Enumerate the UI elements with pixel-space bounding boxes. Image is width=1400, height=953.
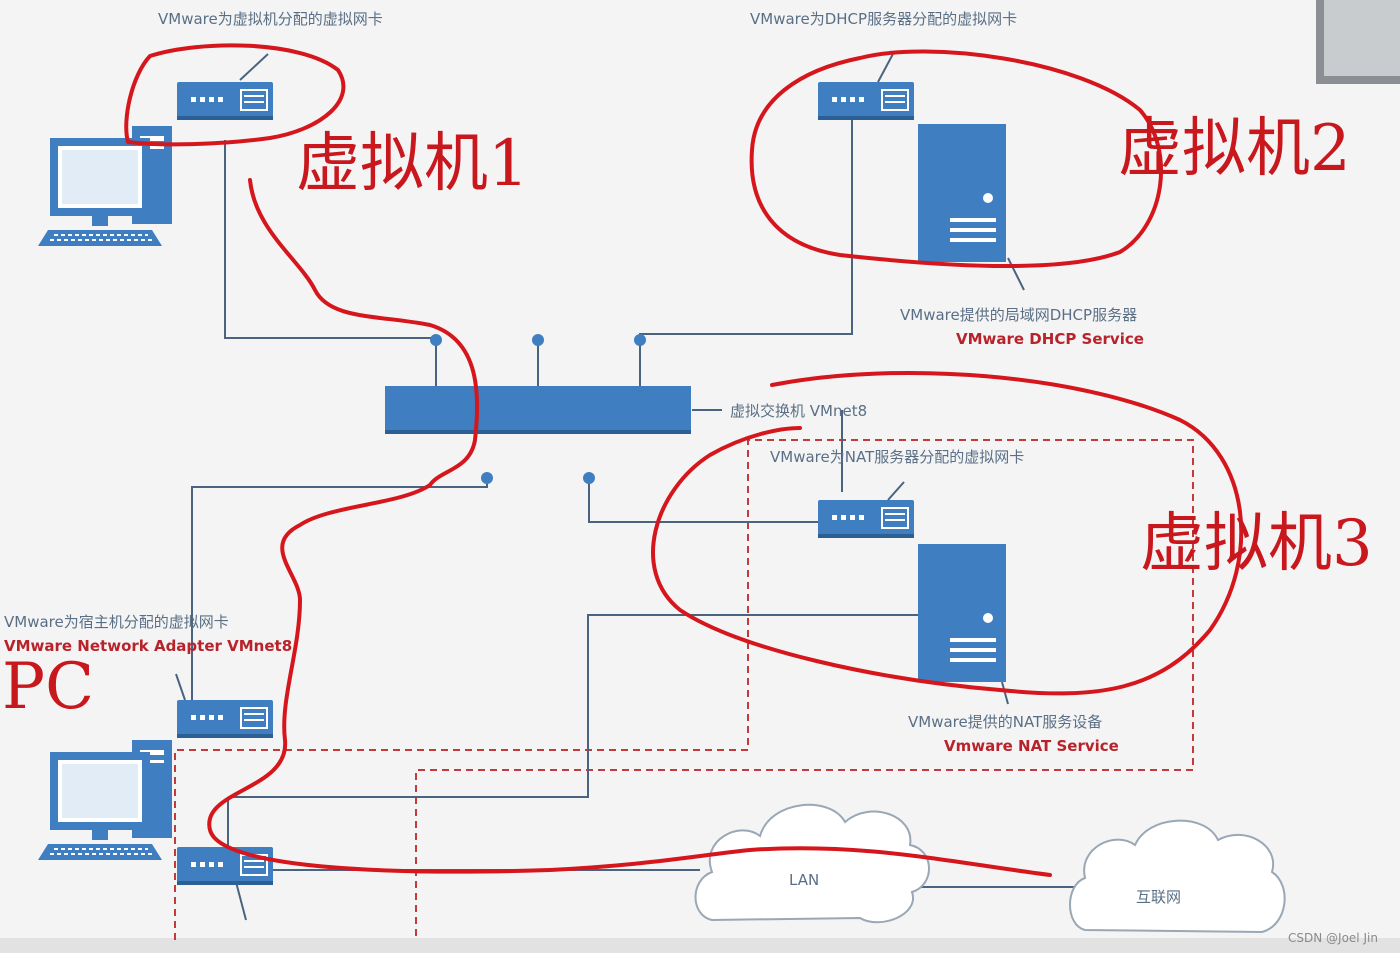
network-card-icon — [176, 699, 274, 739]
nat-nic-label: VMware为NAT服务器分配的虚拟网卡 — [770, 448, 1024, 466]
server-icon — [918, 544, 1006, 682]
dhcp-nic-label: VMware为DHCP服务器分配的虚拟网卡 — [750, 10, 1017, 28]
lan-label: LAN — [789, 871, 819, 889]
dhcp-service-label: VMware DHCP Service — [956, 330, 1144, 348]
cloud-icon — [694, 803, 930, 924]
hand-annotations — [124, 43, 1244, 877]
pc-annotation: PC — [2, 650, 94, 724]
vm1-nic-label: VMware为虚拟机分配的虚拟网卡 — [158, 10, 383, 28]
host-adapter-label: VMware Network Adapter VMnet8 — [4, 637, 292, 655]
vm1-annotation: 虚拟机1 — [296, 127, 529, 201]
vm3-annotation: 虚拟机3 — [1140, 507, 1373, 581]
switch-label: 虚拟交换机 VMnet8 — [730, 402, 867, 420]
nat-service-label: Vmware NAT Service — [944, 737, 1119, 755]
watermark: CSDN @Joel Jin — [1288, 931, 1378, 945]
vm2-annotation: 虚拟机2 — [1118, 112, 1351, 186]
network-card-icon — [176, 81, 274, 121]
dhcp-server-label: VMware提供的局域网DHCP服务器 — [900, 306, 1137, 324]
switch-icon — [385, 334, 691, 484]
bottom-scrollbar — [0, 938, 1400, 953]
nat-device-label: VMware提供的NAT服务设备 — [908, 713, 1102, 731]
cloud-icon — [1069, 819, 1286, 934]
server-icon — [918, 124, 1006, 262]
network-card-icon — [817, 499, 915, 539]
network-card-icon — [817, 81, 915, 121]
network-card-icon — [176, 846, 274, 886]
host-nic-label: VMware为宿主机分配的虚拟网卡 — [4, 613, 229, 631]
internet-label: 互联网 — [1136, 888, 1181, 906]
computer-icon — [37, 739, 173, 861]
